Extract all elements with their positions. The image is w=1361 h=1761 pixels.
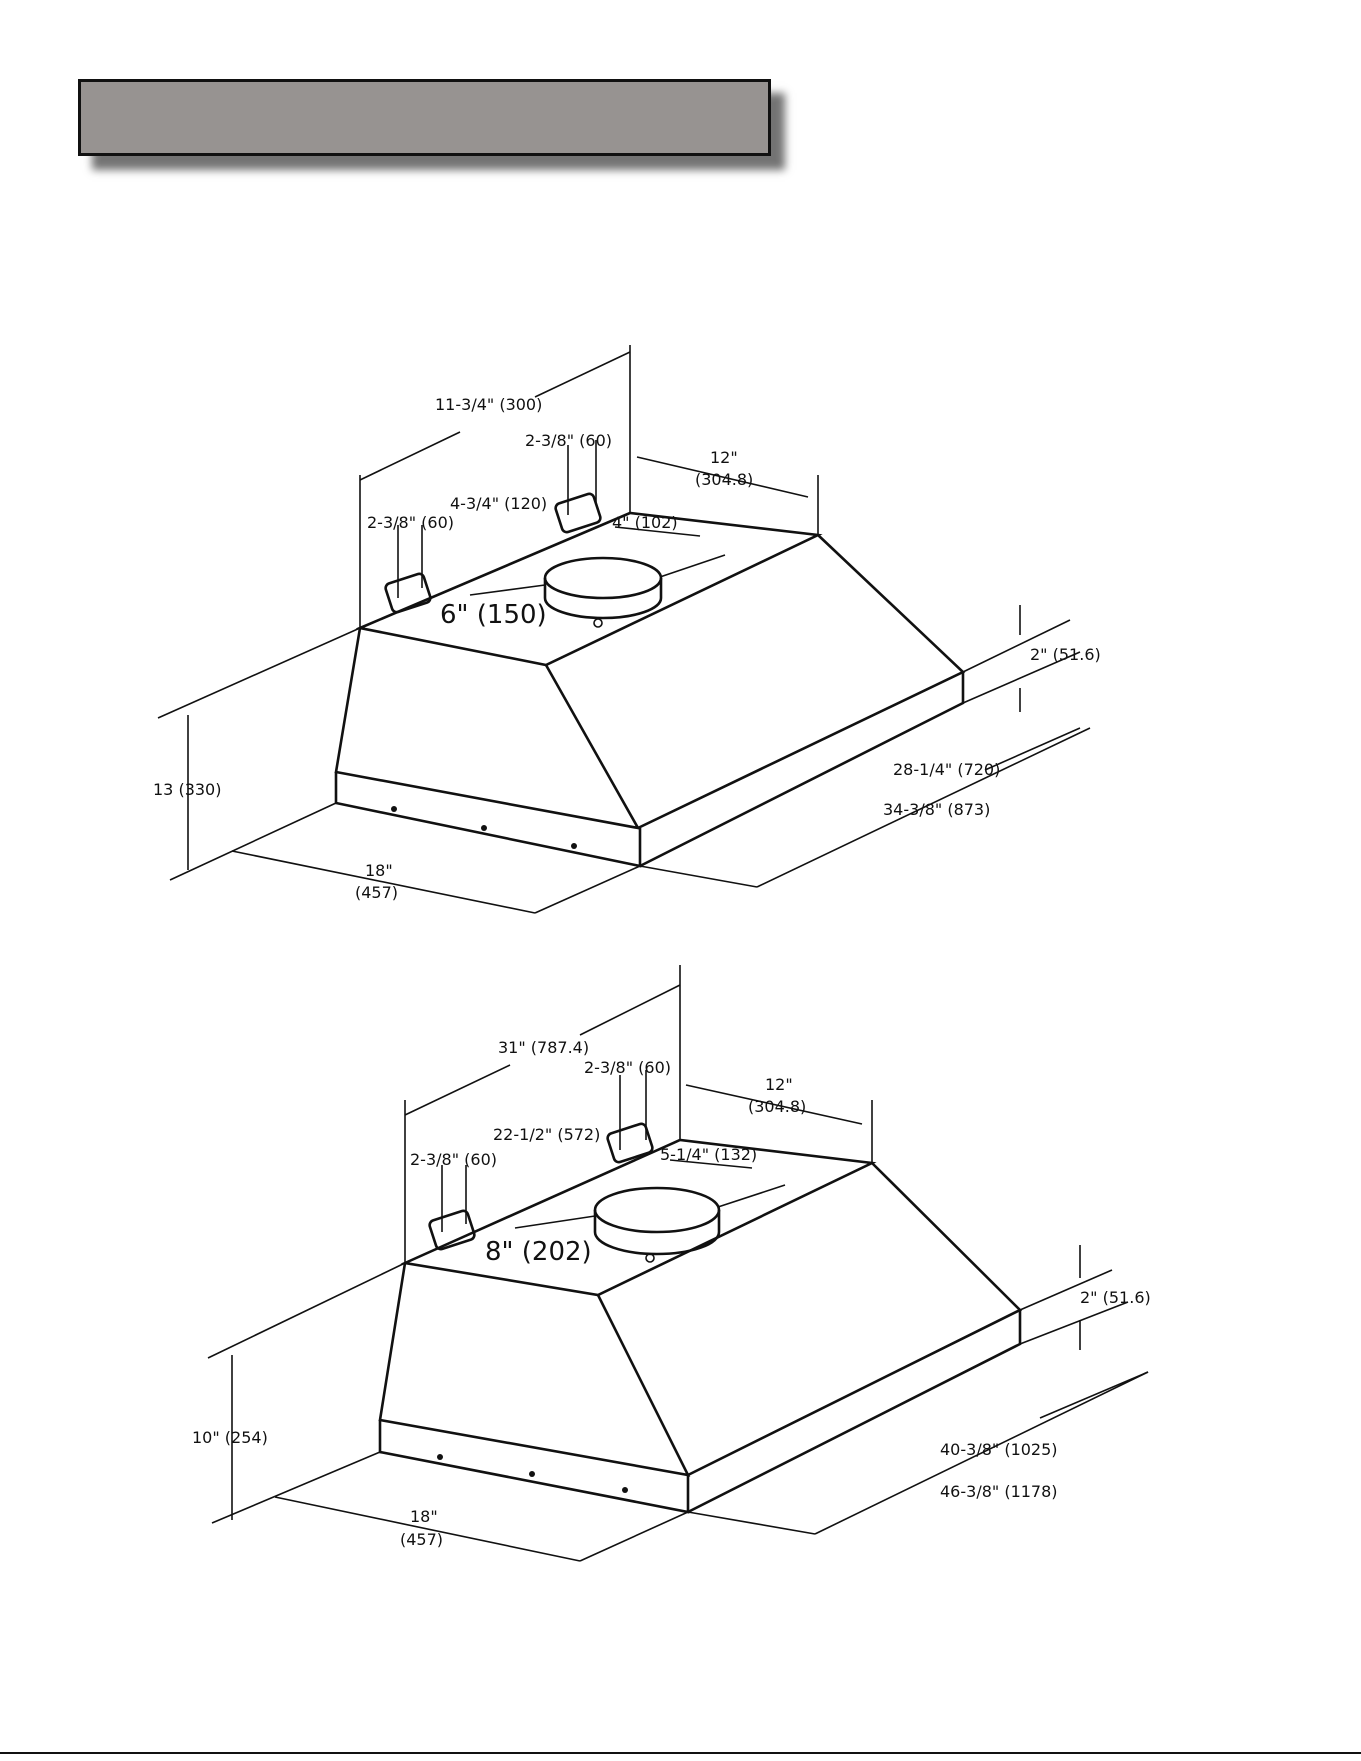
screw-hole: [571, 843, 577, 849]
hood-a-width-top-label: 11-3/4" (300): [435, 395, 542, 414]
hood-a-lip-height-label: 2" (51.6): [1030, 645, 1101, 664]
hood-a-bracket-right-label: 2-3/8" (60): [525, 431, 612, 450]
hood-b-height-label: 10" (254): [192, 1428, 268, 1447]
screw-hole: [622, 1487, 628, 1493]
hood-a-drawing: 11-3/4" (300) 2-3/8" (60) 2-3/8" (60) 4-…: [153, 345, 1101, 913]
hood-b-bracket-right-label: 2-3/8" (60): [584, 1058, 671, 1077]
hood-a-duct-collar-top: [545, 558, 661, 598]
hood-b-duct-diameter-label: 8" (202): [485, 1237, 592, 1267]
hood-a-bracket-left-label: 2-3/8" (60): [367, 513, 454, 532]
hood-b-duct-dot: [646, 1254, 654, 1262]
hood-a-depth-mm-label: (304.8): [695, 470, 753, 489]
hood-a-height-label: 13 (330): [153, 780, 221, 799]
hood-b-bracket-left: [428, 1210, 475, 1251]
hood-a-duct-offset-label: 4" (102): [612, 513, 678, 532]
hood-a-base-width-in-label: 18": [365, 861, 393, 880]
hood-a-front-face: [336, 628, 638, 828]
hood-b-bracket-left-label: 2-3/8" (60): [410, 1150, 497, 1169]
screw-hole: [437, 1454, 443, 1460]
screw-hole: [481, 825, 487, 831]
hood-b-base-width-in-label: 18": [410, 1507, 438, 1526]
screw-hole: [391, 806, 397, 812]
page-bottom-rule: [0, 1752, 1361, 1754]
hood-a-duct-dot: [594, 619, 602, 627]
hood-b-drawing: 31" (787.4) 2-3/8" (60) 2-3/8" (60) 22-1…: [192, 965, 1151, 1561]
hood-b-bracket-spacing-label: 22-1/2" (572): [493, 1125, 600, 1144]
hood-a-depth-in-label: 12": [710, 448, 738, 467]
hood-b-depth-mm-label: (304.8): [748, 1097, 806, 1116]
hood-a-base-width-mm-label: (457): [355, 883, 398, 902]
screw-hole: [529, 1471, 535, 1477]
hood-b-front-face: [380, 1263, 688, 1475]
hood-b-width-top-label: 31" (787.4): [498, 1038, 589, 1057]
hood-a-bracket-spacing-label: 4-3/4" (120): [450, 494, 547, 513]
hood-b-duct-offset-label: 5-1/4" (132): [660, 1145, 757, 1164]
hood-b-duct-collar-top: [595, 1188, 719, 1232]
hood-b-lip-height-label: 2" (51.6): [1080, 1288, 1151, 1307]
hood-a-duct-diameter-label: 6" (150): [440, 600, 547, 630]
hood-b-length-outer-label: 46-3/8" (1178): [940, 1482, 1058, 1501]
hood-a-length-outer-label: 34-3/8" (873): [883, 800, 990, 819]
hood-b-length-inner-label: 40-3/8" (1025): [940, 1440, 1058, 1459]
hood-a-length-inner-label: 28-1/4" (720): [893, 760, 1000, 779]
hood-b-base-width-mm-label: (457): [400, 1530, 443, 1549]
hood-b-depth-in-label: 12": [765, 1075, 793, 1094]
